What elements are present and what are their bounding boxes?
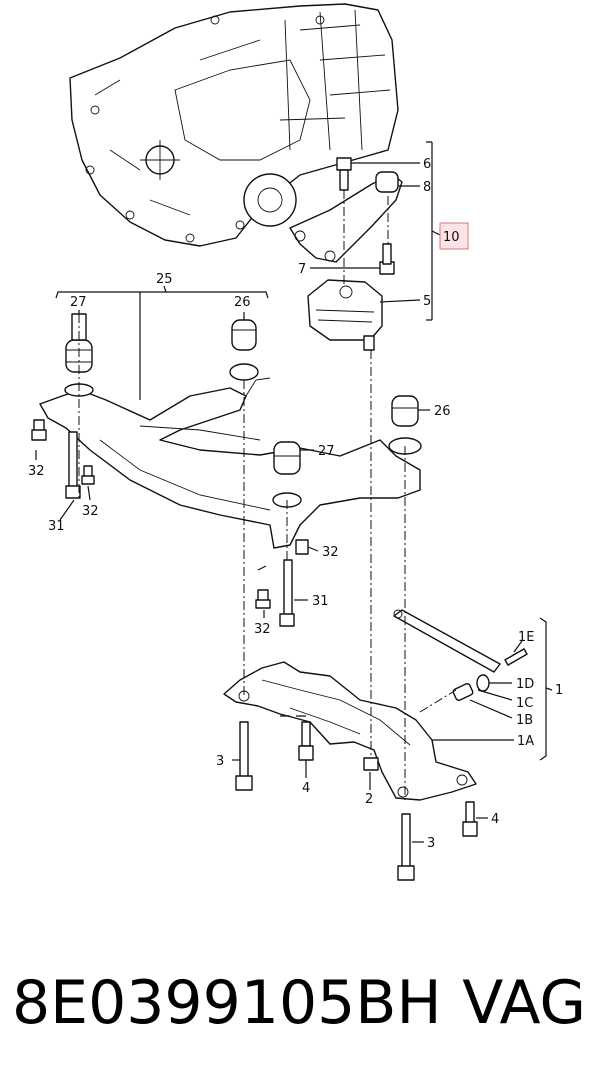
bolt-31-center xyxy=(279,559,295,627)
bolt-32-left-a xyxy=(31,419,47,441)
callout-2: 2 xyxy=(365,792,373,807)
callout-27-right: 27 xyxy=(318,444,335,459)
axis-line-tie-rod xyxy=(419,689,457,713)
callout-31-center: 31 xyxy=(312,594,329,609)
axis-line-center xyxy=(243,380,288,696)
axis-line-right xyxy=(343,190,406,800)
callout-26-right: 26 xyxy=(434,404,451,419)
callout-1C: 1C xyxy=(516,696,533,711)
bolt-3-left xyxy=(235,721,253,791)
bolt-3-right xyxy=(397,813,415,881)
callout-1A: 1A xyxy=(517,734,534,749)
bolt-1E xyxy=(504,648,528,666)
callout-4-right: 4 xyxy=(491,812,499,827)
bushing-26-left xyxy=(229,319,259,381)
callout-32-center-b: 32 xyxy=(254,622,271,637)
callout-31-left: 31 xyxy=(48,519,65,534)
bolt-32-center-a xyxy=(295,539,309,555)
highlight-box-10 xyxy=(439,222,469,250)
callout-labels: 6 8 10 7 5 25 27 26 26 27 32 31 32 32 31… xyxy=(28,157,563,851)
subframe xyxy=(39,377,421,549)
bolt-32-left-b xyxy=(81,465,95,485)
footer: 8E0399105BH VAG xyxy=(0,958,600,1058)
exploded-parts-diagram: 6 8 10 7 5 25 27 26 26 27 32 31 32 32 31… xyxy=(28,3,563,881)
callout-32-center-a: 32 xyxy=(322,545,339,560)
bolt-6 xyxy=(336,157,352,191)
bushing-27-right xyxy=(272,441,302,508)
bolt-32-center-b xyxy=(255,589,271,609)
callout-3-right: 3 xyxy=(427,836,435,851)
leader-lines xyxy=(35,141,553,843)
callout-6: 6 xyxy=(423,157,431,172)
callout-10: 10 xyxy=(443,230,460,245)
callout-25: 25 xyxy=(156,272,173,287)
callout-26-left: 26 xyxy=(234,295,251,310)
nut-2 xyxy=(363,757,379,771)
rubber-mount-5 xyxy=(307,279,383,351)
callout-27-left: 27 xyxy=(70,295,87,310)
sleeve-1C xyxy=(452,683,474,701)
bushing-26-right xyxy=(388,395,422,455)
bolt-7 xyxy=(379,243,395,275)
transmission-mount-bracket xyxy=(289,171,403,263)
callout-3-left: 3 xyxy=(216,754,224,769)
callout-1E: 1E xyxy=(518,630,535,645)
callout-5: 5 xyxy=(423,294,431,309)
callout-4-left: 4 xyxy=(302,781,310,796)
bolt-31-left xyxy=(65,431,81,499)
bolt-4-left xyxy=(298,721,314,761)
callout-1: 1 xyxy=(555,683,563,698)
callout-32-left-a: 32 xyxy=(28,464,45,479)
crossmember-1A xyxy=(223,661,477,801)
callout-8: 8 xyxy=(423,180,431,195)
callout-1D: 1D xyxy=(516,677,534,692)
callout-32-left-b: 32 xyxy=(82,504,99,519)
bolt-4-right xyxy=(462,801,478,837)
part-number: 8E0399105BH xyxy=(12,968,442,1038)
gearbox-housing xyxy=(69,3,399,247)
washer-1D xyxy=(476,674,490,692)
callout-7: 7 xyxy=(298,262,306,277)
tie-rod-1E xyxy=(393,609,501,673)
brand-name: VAG xyxy=(462,968,586,1038)
callout-1B: 1B xyxy=(516,713,533,728)
